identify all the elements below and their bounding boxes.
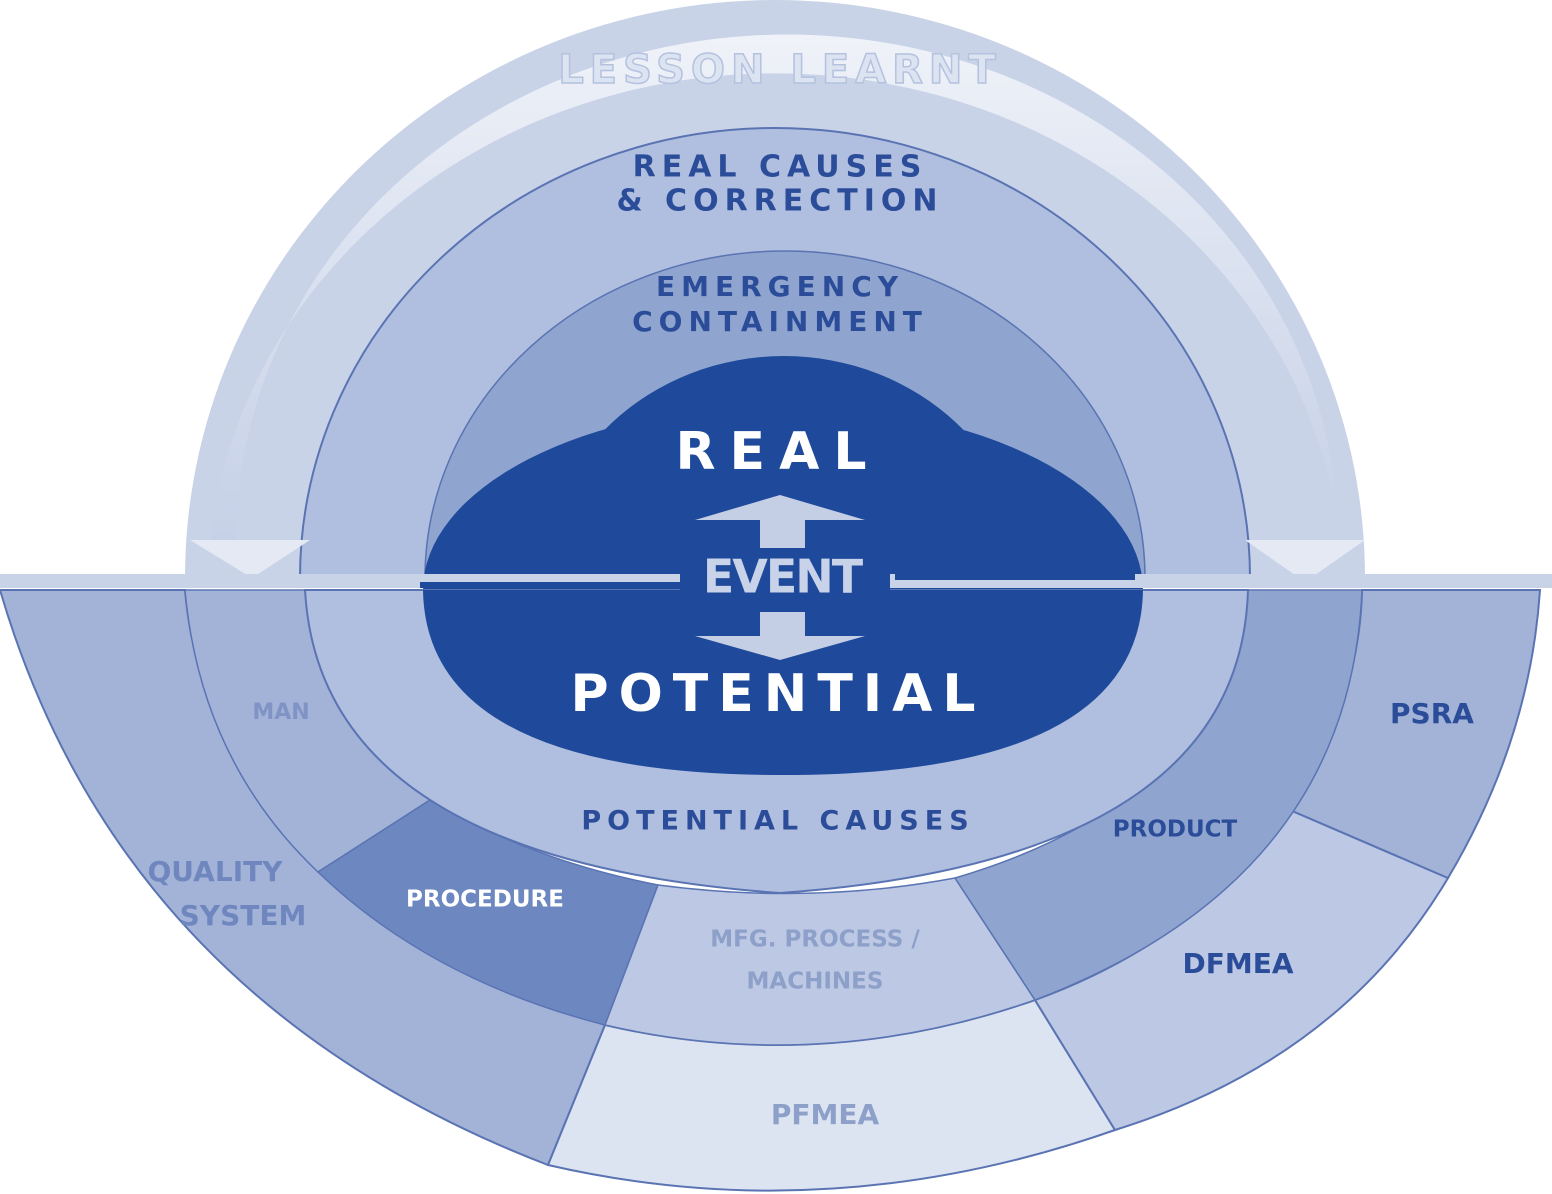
man-label: MAN <box>252 700 309 725</box>
lesson-learnt-label: LESSON LEARNT <box>558 47 1001 93</box>
sector-mfg-process[interactable] <box>603 877 1037 1046</box>
arrow-up-icon <box>695 495 865 548</box>
divider-line-dark-left <box>420 582 680 588</box>
product-label: PRODUCT <box>1113 817 1238 843</box>
mfg-process-label-line1: MFG. PROCESS / <box>710 927 920 953</box>
emergency-label-line2: CONTAINMENT <box>632 305 928 338</box>
core-top <box>540 356 1028 585</box>
real-label: REAL <box>676 422 881 482</box>
emergency-label-line1: EMERGENCY <box>656 270 904 303</box>
core-lower <box>423 590 1143 775</box>
quality-system-label-line1: QUALITY <box>148 855 284 888</box>
dfmea-label: DFMEA <box>1182 947 1293 980</box>
procedure-label: PROCEDURE <box>406 887 564 913</box>
left-arrow-head <box>190 540 310 578</box>
real-causes-label-line1: REAL CAUSES <box>633 150 928 185</box>
event-backdrop <box>680 552 890 608</box>
quality-system-label-line2: SYSTEM <box>180 899 307 932</box>
psra-label: PSRA <box>1390 697 1474 730</box>
potential-causes-label: POTENTIAL CAUSES <box>581 806 974 837</box>
right-arrow-head <box>1245 540 1365 582</box>
real-causes-label-line2: & CORRECTION <box>616 184 943 219</box>
pfmea-label: PFMEA <box>771 1098 880 1131</box>
event-label: EVENT <box>703 550 864 604</box>
arrow-down-icon <box>695 612 865 660</box>
potential-label: POTENTIAL <box>570 664 985 724</box>
divider-line-dark-right <box>895 574 1135 580</box>
mfg-process-label-line2: MACHINES <box>747 969 884 995</box>
